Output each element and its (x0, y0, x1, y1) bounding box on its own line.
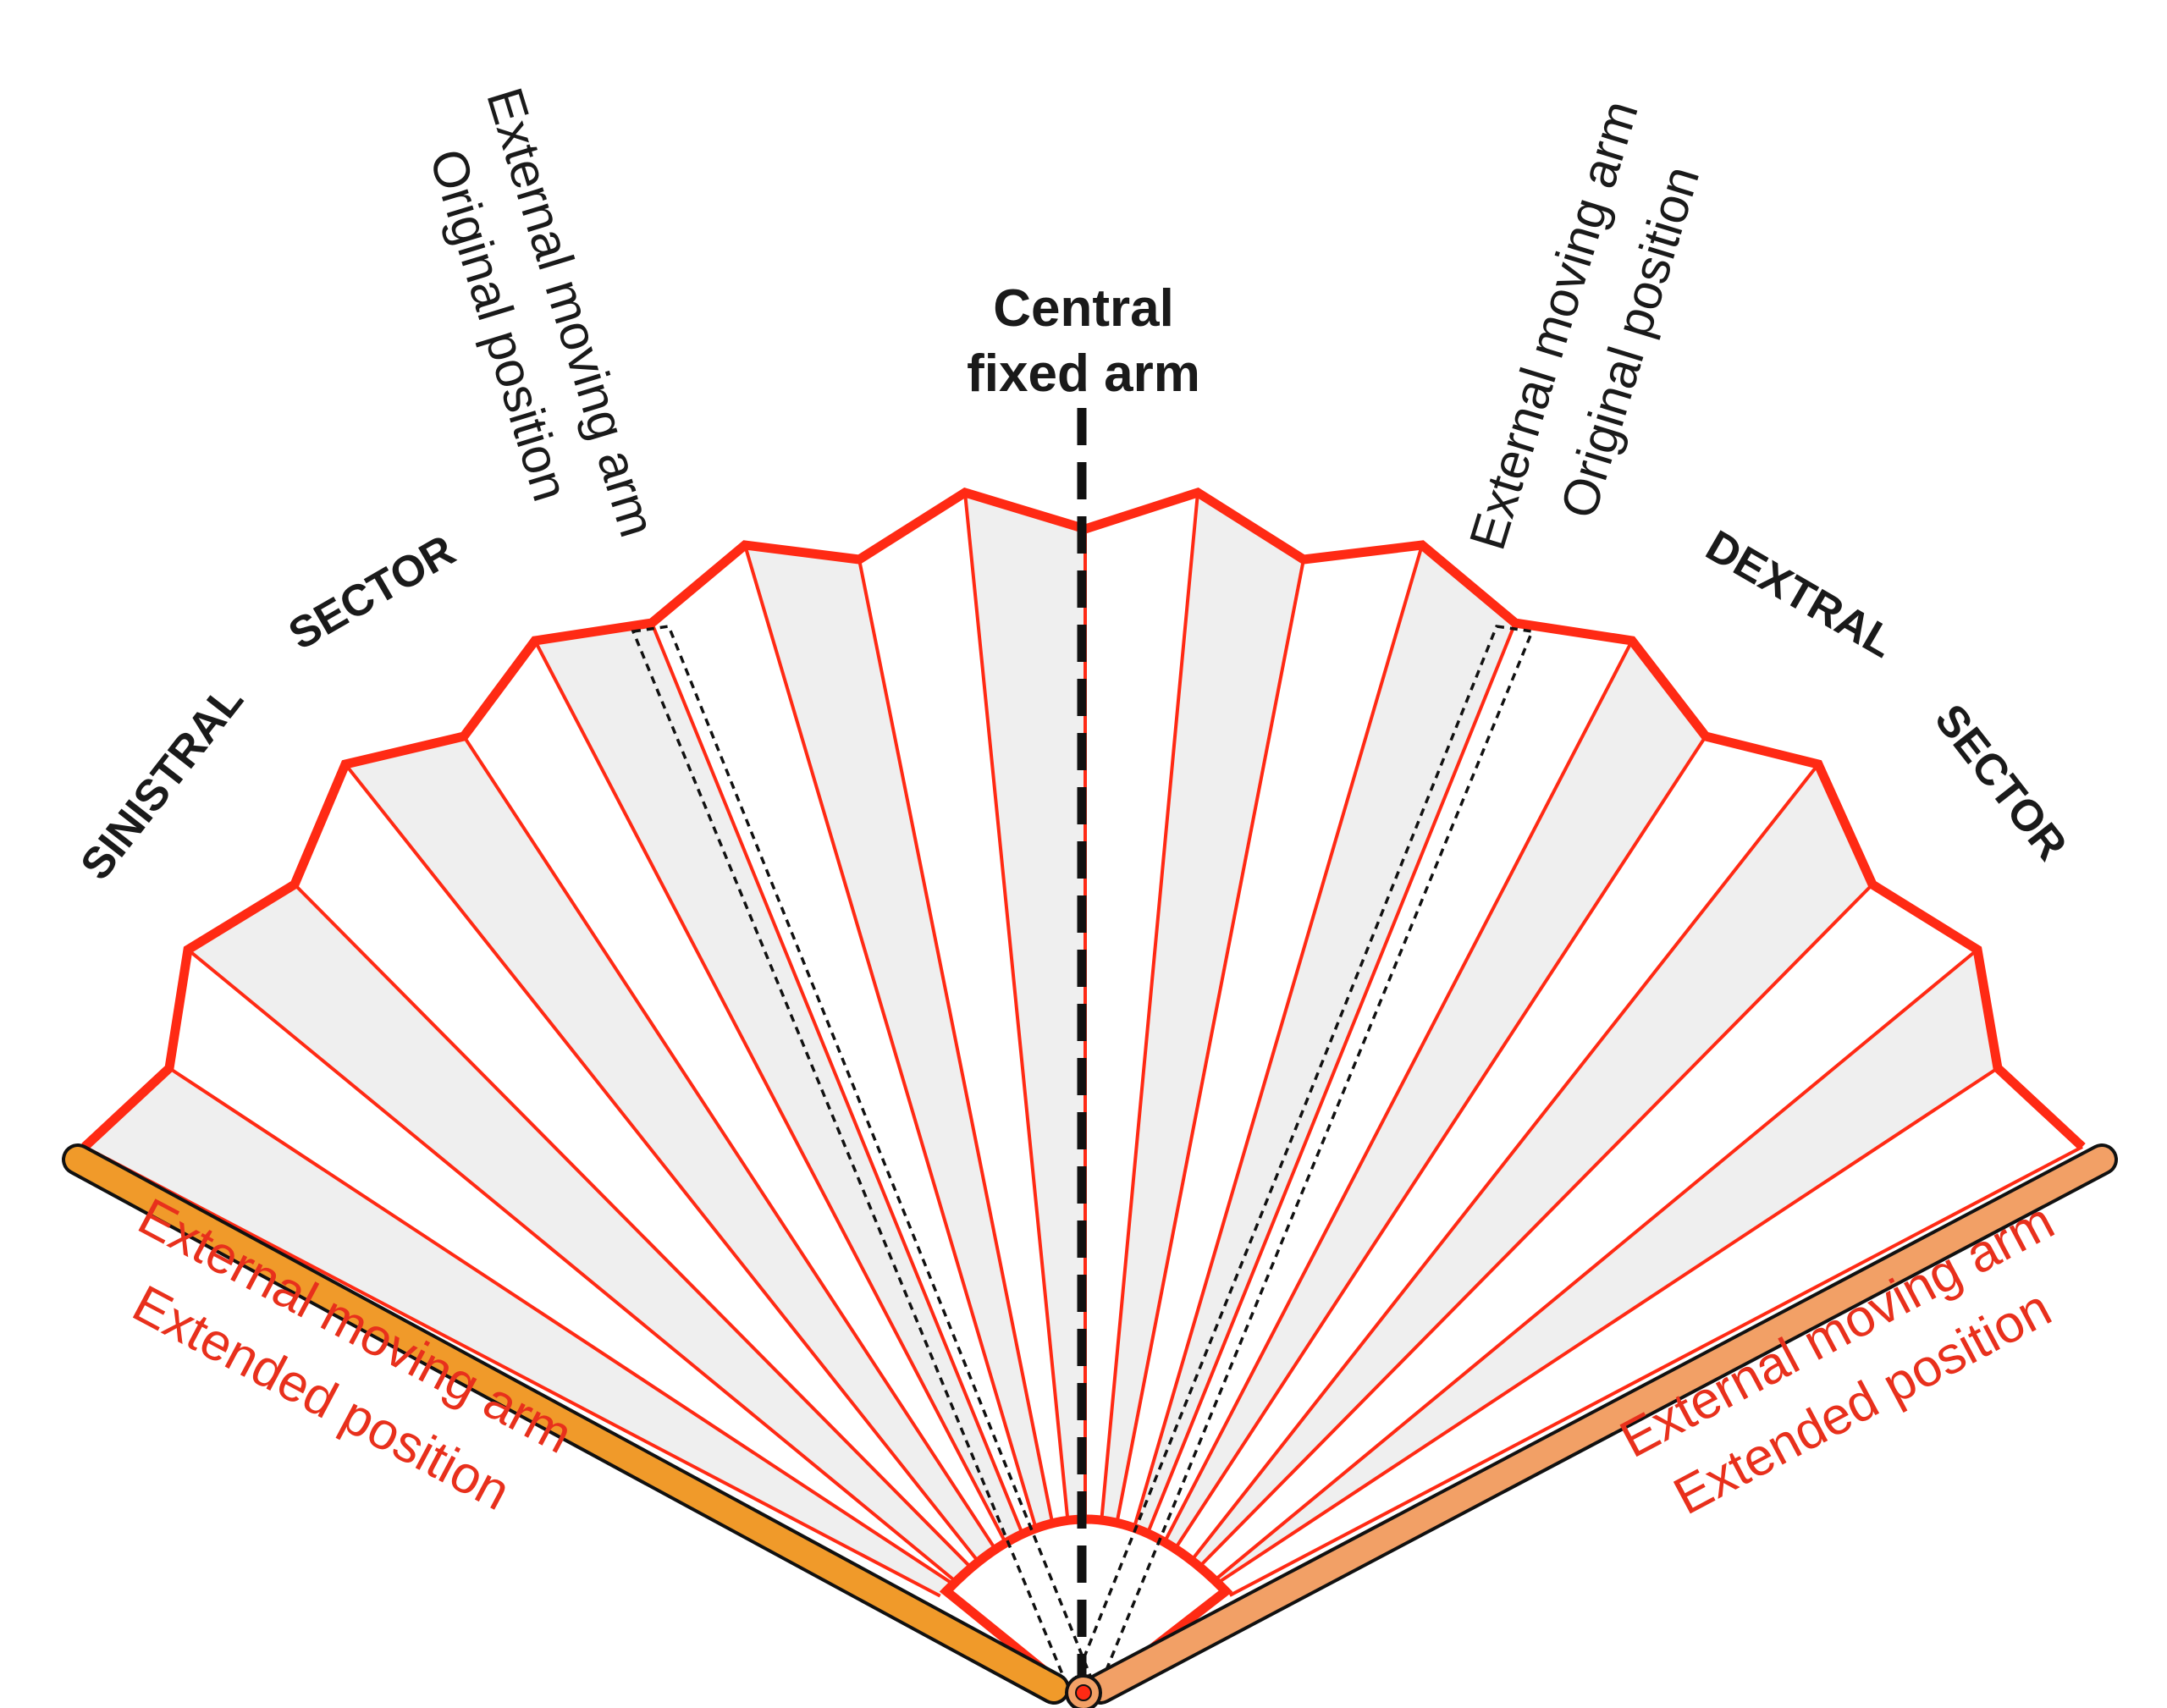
fan-panel-shade (965, 493, 1085, 1521)
fan-rib (84, 1145, 941, 1598)
fan-rib (1216, 1066, 1999, 1585)
fan-rib (1162, 640, 1634, 1543)
fan-panel-shade (345, 736, 995, 1562)
fan-rib (857, 559, 1055, 1524)
fan-rib (168, 1066, 954, 1585)
central-label-line1: Central (993, 279, 1174, 338)
fan-rib (1100, 492, 1199, 1521)
fan-panels (85, 493, 1998, 1596)
fan-rib (1145, 622, 1517, 1534)
fan-rib (1173, 735, 1707, 1550)
fan-panel-shade (188, 884, 971, 1581)
fan-rib (963, 492, 1070, 1521)
fan-rib (1213, 948, 1979, 1582)
fan-panel-shade (1164, 641, 1706, 1549)
central-label-line2: fixed arm (967, 344, 1200, 403)
fan-rib (743, 544, 1038, 1529)
right-extended-arm (1088, 1147, 2115, 1701)
dextral-sector-label-word1: DEXTRAL (1698, 521, 1903, 668)
fan-rib (293, 883, 972, 1568)
dextral-sector-label-word2: SECTOR (1925, 696, 2076, 870)
fan-rib (1189, 763, 1820, 1562)
fan-rib (1228, 1145, 2083, 1597)
fan-panel-shade (1133, 545, 1515, 1534)
fan-panel-shade (745, 545, 1053, 1529)
left-extended-arm (65, 1147, 1067, 1701)
fan-panel-shade (535, 623, 1023, 1543)
fan-panel-shade (1214, 950, 1998, 1584)
fan-rib (650, 622, 1024, 1534)
fan-rib (186, 948, 957, 1583)
fan-rib (1115, 559, 1305, 1523)
fan-panel-shade (1101, 493, 1304, 1523)
sinistral-sector-label-word2: SECTOR (281, 526, 464, 659)
fan-rib (462, 735, 997, 1551)
fan-panel-shade (85, 1068, 953, 1596)
fan-rib (1198, 883, 1874, 1568)
fan-rib (1132, 544, 1424, 1529)
pivot-icon (1075, 1684, 1092, 1701)
sinistral-sector-label-word1: SINISTRAL (71, 676, 253, 890)
fan-rib (533, 640, 1007, 1544)
fan-rib (344, 763, 979, 1562)
fan-panel-shade (1191, 764, 1872, 1568)
